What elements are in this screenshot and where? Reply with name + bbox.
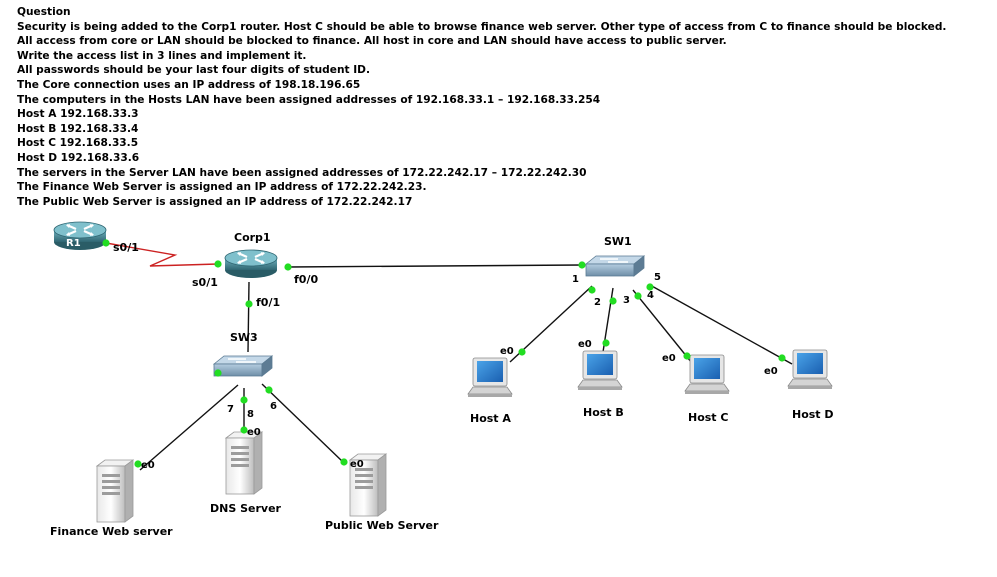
port-dot [518,348,526,356]
question-line: Write the access list in 3 lines and imp… [17,49,307,62]
port-dots [102,239,786,468]
host-icon-b[interactable] [577,350,623,391]
question-text: Question Security is being added to the … [17,5,946,209]
port-dot [578,261,586,269]
port-label-sw1-2: 2 [594,297,601,308]
port-dot [265,386,273,394]
label-r1: R1 [66,238,81,249]
port-label-corp1-f01: f0/1 [256,296,280,309]
port-label-sw3-6: 6 [270,401,277,412]
label-sw1: SW1 [604,235,632,248]
question-line: Host C 192.168.33.5 [17,137,139,150]
port-label-sw1-4: 4 [647,290,654,301]
server-icon-finance[interactable] [96,459,134,523]
port-label-r1-s01: s0/1 [113,241,139,254]
host-icon-a[interactable] [467,357,513,398]
question-line: The Public Web Server is assigned an IP … [17,195,413,208]
label-host-b: Host B [583,406,624,419]
port-label-host-d-e0: e0 [764,366,778,377]
label-dns-server: DNS Server [210,502,282,515]
port-label-host-c-e0: e0 [662,353,676,364]
question-line: The servers in the Server LAN have been … [17,166,587,179]
port-label-finance-e0: e0 [141,460,155,471]
port-dot [284,263,292,271]
links [105,242,793,471]
question-line: All passwords should be your last four d… [17,64,370,77]
label-host-a: Host A [470,412,511,425]
link-sw3-public [261,383,344,463]
switch-icon-sw3[interactable] [213,355,273,377]
label-host-d: Host D [792,408,834,421]
port-dot [245,300,253,308]
port-label-sw3-7: 7 [227,404,234,415]
device-labels: R1 Corp1 SW1 SW3 Host A Host B Host C Ho… [50,231,834,538]
label-sw3: SW3 [230,331,258,344]
port-dot [214,260,222,268]
question-line: The Finance Web Server is assigned an IP… [17,181,427,194]
switch-icon-sw1[interactable] [585,255,645,277]
port-label-public-e0: e0 [350,459,364,470]
question-line: Security is being added to the Corp1 rou… [17,20,947,33]
link-corp1-sw1 [287,264,583,268]
port-dot [646,283,654,291]
router-icon-corp1[interactable] [223,248,279,280]
question-line: Question [17,6,71,18]
port-dot [214,369,222,377]
question-line: Host D 192.168.33.6 [17,151,140,164]
port-dot [340,458,348,466]
question-line: Host A 192.168.33.3 [17,108,139,121]
port-label-sw1-1: 1 [572,274,579,285]
port-label-sw1-3: 3 [623,295,630,306]
port-dot [683,352,691,360]
port-dot [588,286,596,294]
port-dot [602,339,610,347]
port-label-host-a-e0: e0 [500,346,514,357]
link-sw3-finance [139,384,239,471]
link-corp1-sw3 [247,281,250,353]
port-label-dns-e0: e0 [247,427,261,438]
port-label-corp1-s01: s0/1 [192,276,218,289]
port-dot [134,460,142,468]
port-dot [609,297,617,305]
port-label-sw1-5: 5 [654,272,661,283]
port-label-sw3-8: 8 [247,409,254,420]
question-line: All access from core or LAN should be bl… [17,35,727,48]
server-icon-dns[interactable] [225,431,263,495]
question-line: The Core connection uses an IP address o… [17,78,361,91]
question-line: The computers in the Hosts LAN have been… [17,93,601,106]
label-host-c: Host C [688,411,728,424]
link-sw1-host-d [649,284,793,365]
port-dot [102,239,110,247]
port-label-host-b-e0: e0 [578,339,592,350]
serial-link-r1-corp1 [105,242,219,267]
label-corp1: Corp1 [234,231,271,244]
port-dot [634,292,642,300]
host-icon-d[interactable] [787,349,833,390]
port-labels: s0/1 s0/1 f0/0 f0/1 1 2 3 4 5 7 8 6 e0 e… [113,241,778,471]
label-public-server: Public Web Server [325,519,439,532]
port-dot [778,354,786,362]
label-finance-server: Finance Web server [50,525,173,538]
port-dot [240,396,248,404]
question-line: Host B 192.168.33.4 [17,122,139,135]
port-dot [240,426,248,434]
port-label-corp1-f00: f0/0 [294,273,318,286]
host-icon-c[interactable] [684,354,730,395]
